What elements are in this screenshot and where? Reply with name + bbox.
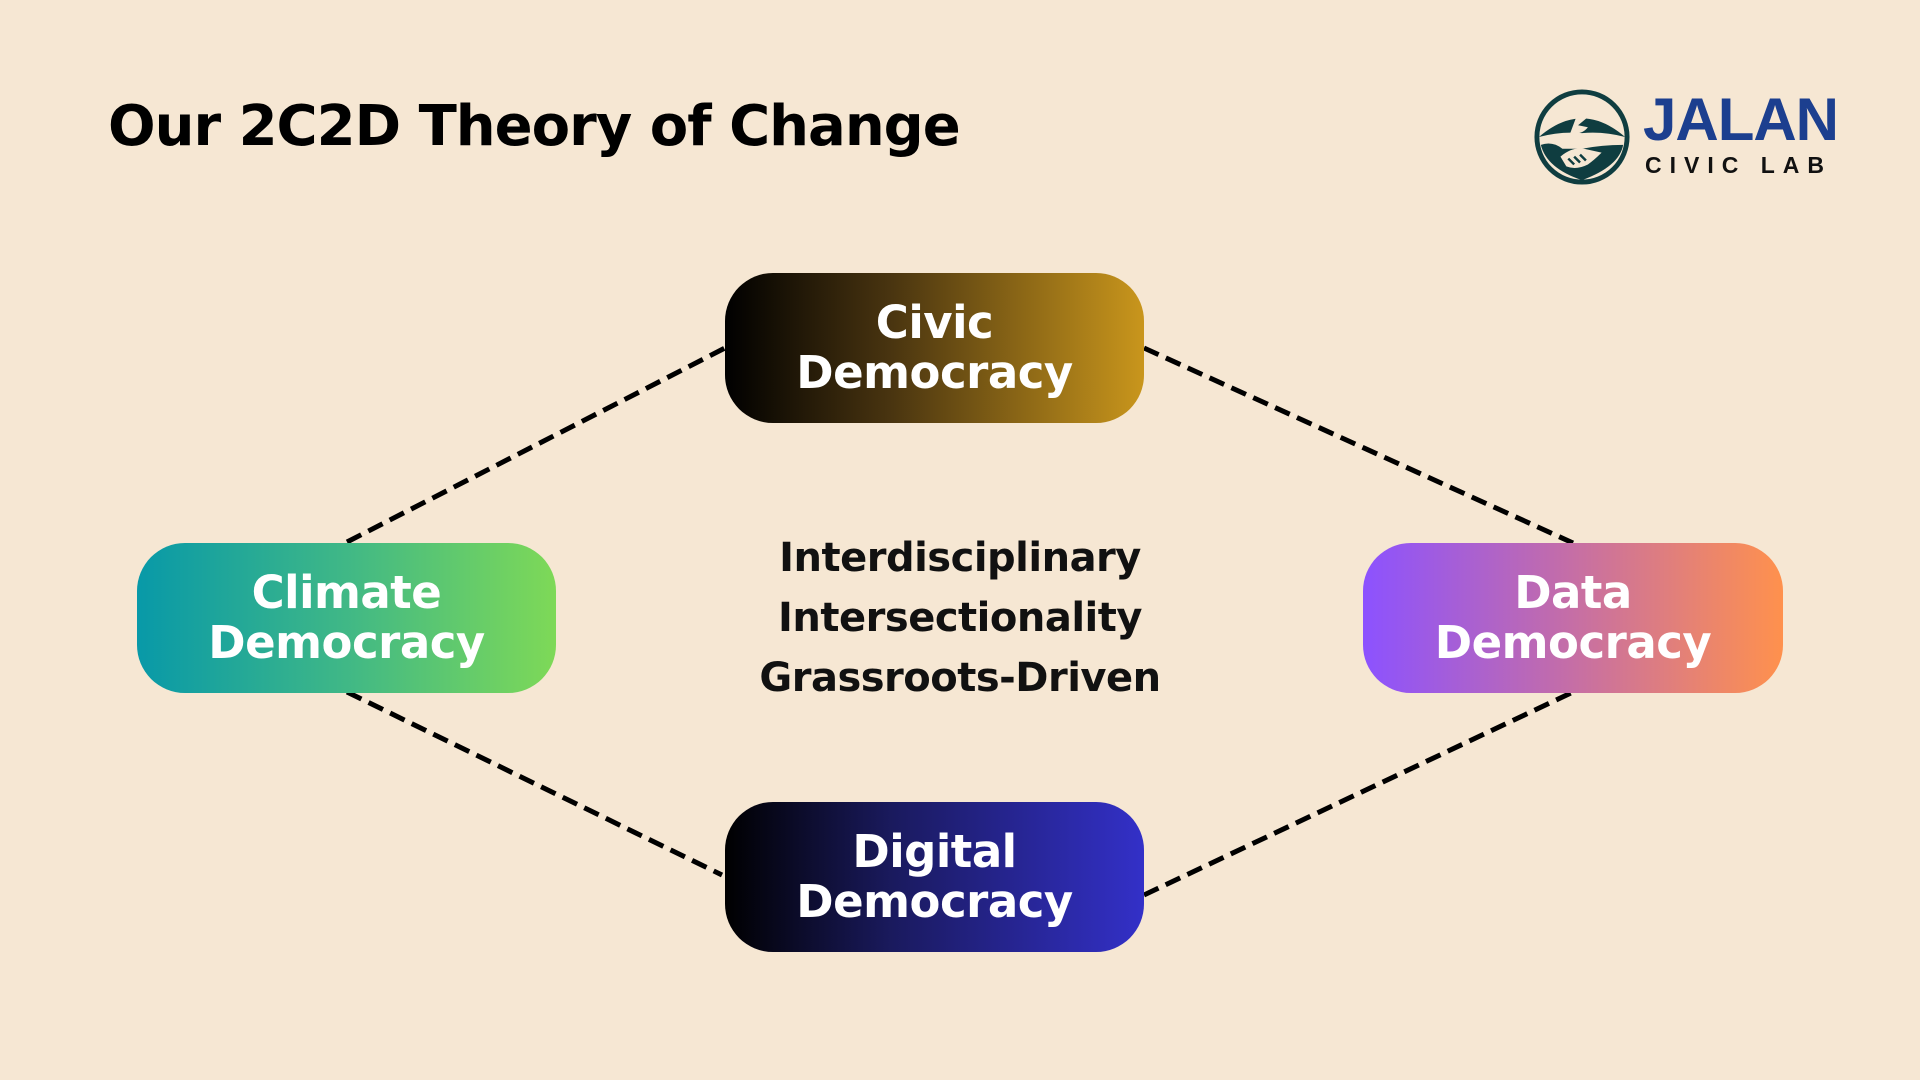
page-title: Our 2C2D Theory of Change: [108, 94, 961, 159]
jalan-civic-lab-logo: JALAN CIVIC LAB: [1533, 88, 1853, 188]
node-climate-line2: Democracy: [208, 616, 485, 669]
node-climate-line1: Climate: [251, 566, 442, 619]
node-digital-line1: Digital: [852, 825, 1017, 878]
principle-intersectionality: Intersectionality: [778, 595, 1142, 641]
node-data-line2: Democracy: [1434, 616, 1712, 669]
node-data-democracy: Data Democracy: [1363, 543, 1783, 693]
node-data-line1: Data: [1514, 566, 1632, 619]
node-climate-democracy: Climate Democracy: [137, 543, 556, 693]
connector-digital-data: [1142, 689, 1575, 898]
principle-interdisciplinary: Interdisciplinary: [779, 535, 1141, 581]
logo-name: JALAN: [1643, 86, 1839, 153]
node-civic-democracy: Civic Democracy: [725, 273, 1144, 423]
principle-grassroots: Grassroots-Driven: [759, 655, 1161, 701]
node-digital-democracy: Digital Democracy: [725, 802, 1144, 952]
connector-climate-civic: [345, 345, 727, 545]
handshake-emblem-icon: [1534, 89, 1630, 185]
node-civic-line2: Democracy: [796, 346, 1073, 399]
center-principles: Interdisciplinary Intersectionality Gras…: [740, 528, 1180, 708]
node-digital-line2: Democracy: [796, 875, 1073, 928]
connector-civic-data: [1142, 345, 1575, 546]
logo-subtitle: CIVIC LAB: [1645, 152, 1832, 178]
connector-climate-digital: [345, 689, 724, 878]
node-civic-line1: Civic: [875, 296, 994, 349]
